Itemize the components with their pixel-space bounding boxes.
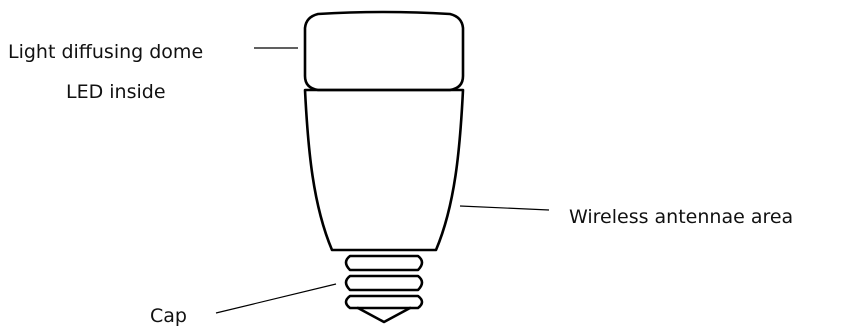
- label-antenna: Wireless antennae area: [569, 206, 793, 228]
- leader-cap: [215, 283, 337, 314]
- label-led: LED inside: [66, 81, 166, 103]
- cap-threads: [344, 254, 424, 324]
- bulb-illustration: [303, 10, 465, 324]
- body-outline: [303, 88, 465, 252]
- label-cap: Cap: [150, 305, 187, 327]
- leader-antenna: [459, 205, 550, 211]
- label-dome: Light diffusing dome: [8, 41, 203, 63]
- dome-outline: [303, 10, 465, 92]
